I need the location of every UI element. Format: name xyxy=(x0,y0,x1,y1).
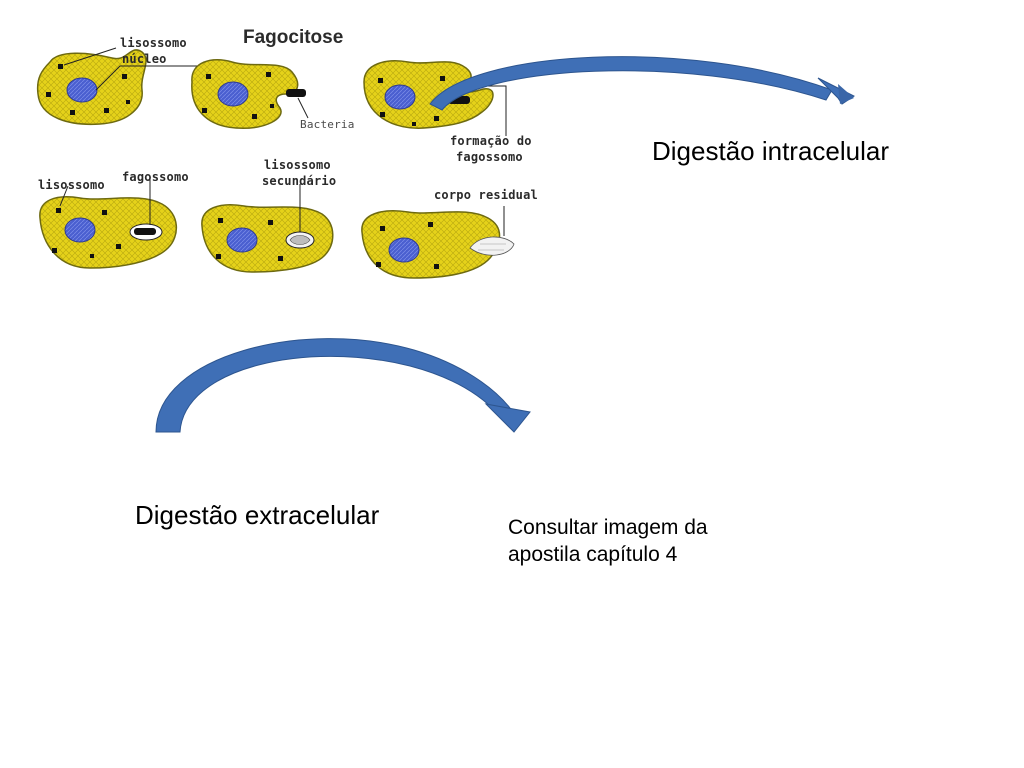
cell-3 xyxy=(363,60,507,136)
label-lisossomo-bottom: lisossomo xyxy=(38,178,105,192)
note-line-2: apostila capítulo 4 xyxy=(508,543,678,566)
cell-6 xyxy=(361,206,515,279)
label-formacao-line2: fagossomo xyxy=(456,150,523,164)
cell-4 xyxy=(39,178,177,269)
phagocytosis-figure: Fagocitose lisossomo núcleo Bacteria for… xyxy=(30,22,560,307)
figure-title: Fagocitose xyxy=(243,27,344,48)
label-bacteria: Bacteria xyxy=(300,118,355,131)
cell-1 xyxy=(36,47,202,126)
label-fagossomo: fagossomo xyxy=(122,170,189,184)
arrow-to-extracellular xyxy=(155,338,531,433)
heading-extracellular: Digestão extracelular xyxy=(135,500,380,530)
label-corpo-residual: corpo residual xyxy=(434,188,538,202)
label-secundario-line2: secundário xyxy=(262,174,337,188)
heading-intracellular: Digestão intracelular xyxy=(652,136,890,166)
cell-5 xyxy=(201,184,334,273)
label-lisossomo-top: lisossomo xyxy=(120,36,187,50)
arrow-to-intracellular xyxy=(429,56,855,111)
reference-note: Consultar imagem da apostila capítulo 4 xyxy=(508,514,788,568)
label-nucleo: núcleo xyxy=(122,52,167,66)
phagocytosis-illustration xyxy=(36,47,515,279)
note-line-1: Consultar imagem da xyxy=(508,516,708,539)
label-formacao-line1: formação do xyxy=(450,134,532,148)
cell-2 xyxy=(191,59,309,129)
label-secundario-line1: lisossomo xyxy=(264,158,331,172)
